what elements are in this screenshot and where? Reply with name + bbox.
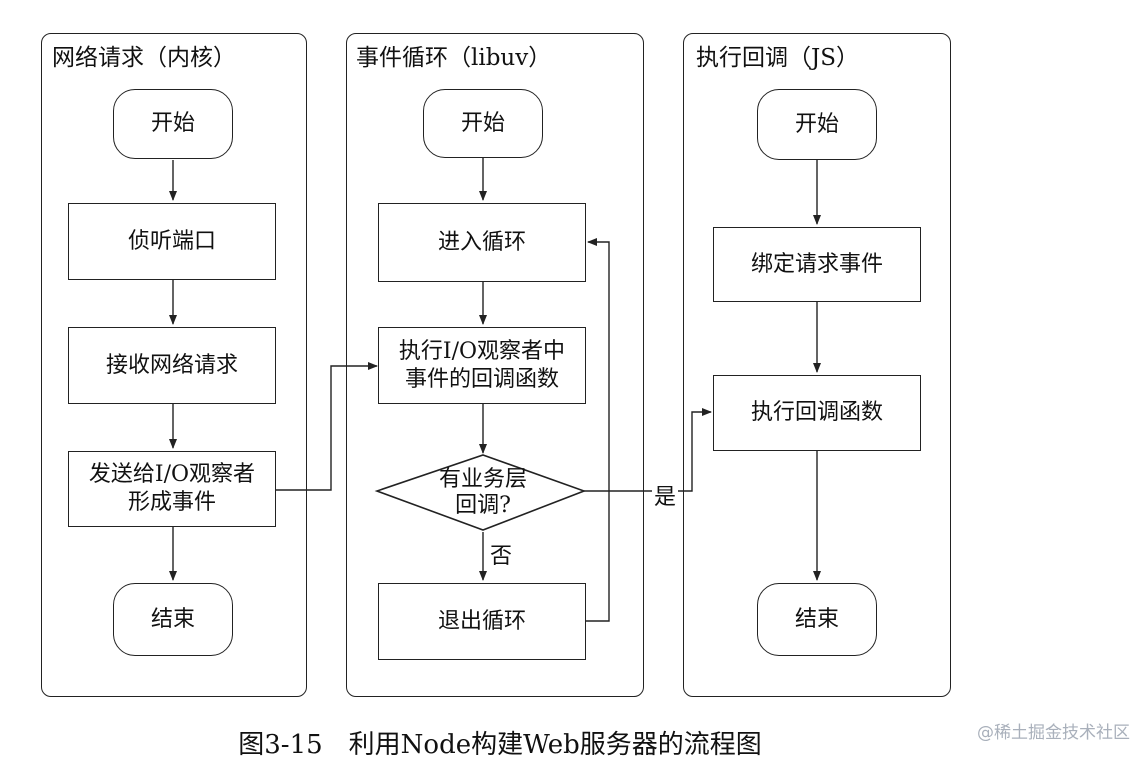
- libuv-exec-line2: 事件的回调函数: [404, 366, 559, 392]
- kernel-receive-node: 接收网络请求: [68, 327, 276, 404]
- lane-libuv: [346, 33, 644, 697]
- figure-caption: 图3-15 利用Node构建Web服务器的流程图: [238, 730, 762, 760]
- libuv-enter-node: 进入循环: [378, 203, 586, 282]
- kernel-send-line2: 形成事件: [127, 490, 216, 515]
- watermark: @稀土掘金技术社区: [977, 723, 1130, 743]
- libuv-exec-node: 执行I/O观察者中 事件的回调函数: [378, 327, 586, 404]
- lane-js-title: 执行回调（JS）: [696, 45, 859, 71]
- kernel-send-node: 发送给I/O观察者 形成事件: [68, 451, 276, 527]
- decision-line1: 有业务层: [438, 467, 527, 492]
- libuv-exit-node: 退出循环: [378, 583, 586, 660]
- libuv-start-node: 开始: [423, 89, 543, 158]
- libuv-exec-line1: 执行I/O观察者中: [398, 338, 566, 364]
- js-bind-node: 绑定请求事件: [713, 227, 921, 302]
- lane-kernel-title: 网络请求（内核）: [52, 45, 236, 71]
- decision-no-label: 否: [490, 544, 513, 569]
- js-end-node: 结束: [757, 583, 877, 656]
- libuv-decision-text: 有业务层 回调?: [420, 464, 546, 522]
- kernel-start-node: 开始: [113, 89, 233, 159]
- decision-yes-label: 是: [652, 479, 679, 511]
- lane-kernel: [41, 33, 307, 697]
- kernel-end-node: 结束: [113, 583, 233, 656]
- js-exec-node: 执行回调函数: [713, 375, 921, 451]
- kernel-listen-node: 侦听端口: [68, 203, 276, 280]
- lane-libuv-title: 事件循环（libuv）: [356, 45, 552, 71]
- lane-js: [683, 33, 951, 697]
- kernel-send-line1: 发送给I/O观察者: [88, 462, 256, 487]
- js-start-node: 开始: [757, 89, 877, 160]
- decision-line2: 回调?: [455, 493, 511, 518]
